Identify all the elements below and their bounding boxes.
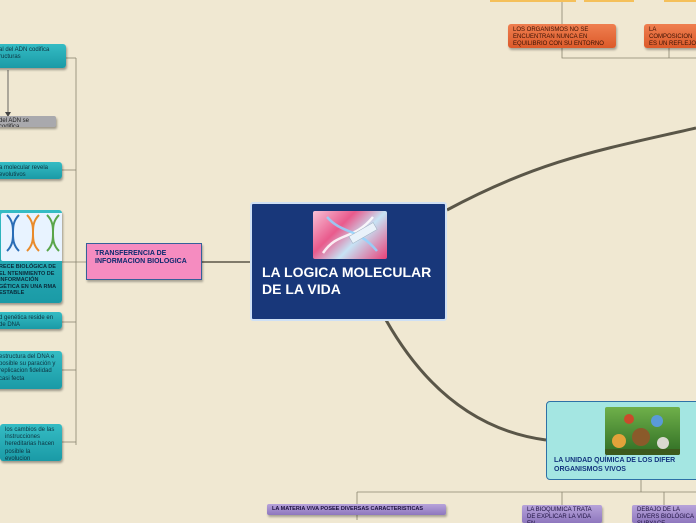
bottom-subitem-3[interactable]: DEBAJO DE LA DIVERS BIOLÓGICA SUBYACE: [632, 505, 696, 523]
bottom-subitem-1[interactable]: LA MATERIA VIVA POSEE DIVERSAS CARACTERI…: [267, 504, 446, 515]
top-right-subitem-2[interactable]: LA COMPOSICION ES UN REFLEJO DINAMICO: [644, 24, 696, 48]
left-subitem-4-text: RECE BIOLÓGICA DE EL NTENIMIENTO DE INFO…: [0, 264, 57, 297]
top-node-fragment: [490, 0, 576, 2]
bottom-subitem-3-text: DEBAJO DE LA DIVERS BIOLÓGICA SUBYACE: [637, 507, 694, 523]
top-right-subitem-1[interactable]: LOS ORGANISMOS NO SE ENCUENTRAN NUNCA EN…: [508, 24, 616, 48]
left-subitem-3-text: a molecular revela evolutivos: [0, 165, 48, 178]
branch-transferencia-label: TRANSFERENCIA DE INFORMACION BIOLOGICA: [95, 250, 187, 265]
branch-unidad-quimica[interactable]: LA UNIDAD QUÍMICA DE LOS DIFER ORGANISMO…: [546, 401, 696, 480]
left-subitem-7-text: los cambios de las instrucciones heredit…: [5, 427, 54, 461]
top-right-subitem-1-text: LOS ORGANISMOS NO SE ENCUENTRAN NUNCA EN…: [513, 27, 604, 47]
main-to-top-branch: [447, 128, 696, 210]
left-subitem-2[interactable]: del ADN se codifica: [0, 116, 56, 127]
left-subitem-5-text: d genética reside en de DNA: [0, 315, 53, 328]
left-subitem-1[interactable]: al del ADN codifica ructuras: [0, 44, 66, 68]
bottom-subitem-2-text: LA BIOQUIMICA TRATA DE EXPLICAR LA VIDA …: [527, 507, 591, 523]
left-subitem-7[interactable]: los cambios de las instrucciones heredit…: [0, 424, 62, 461]
dna-helix-image: [1, 213, 62, 261]
top-node-fragment: [584, 0, 634, 2]
branch-unidad-quimica-label: LA UNIDAD QUÍMICA DE LOS DIFER ORGANISMO…: [554, 457, 696, 475]
left-branch-ticks: [62, 58, 76, 442]
left-subitem-6[interactable]: estructura del DNA e posible su paración…: [0, 351, 62, 389]
left-subitem-4[interactable]: RECE BIOLÓGICA DE EL NTENIMIENTO DE INFO…: [0, 210, 62, 303]
left-subitem-6-text: estructura del DNA e posible su paración…: [0, 354, 55, 382]
bottom-subitem-2[interactable]: LA BIOQUIMICA TRATA DE EXPLICAR LA VIDA …: [522, 505, 602, 523]
top-node-fragment: [664, 0, 696, 2]
central-topic[interactable]: LA LOGICA MOLECULAR DE LA VIDA: [250, 202, 447, 321]
branch-transferencia[interactable]: TRANSFERENCIA DE INFORMACION BIOLOGICA: [86, 243, 202, 280]
left-subitem-1-text: al del ADN codifica ructuras: [0, 47, 49, 60]
left-subitem-3[interactable]: a molecular revela evolutivos: [0, 162, 62, 179]
central-topic-title: LA LOGICA MOLECULAR DE LA VIDA: [262, 264, 442, 298]
left-subitem-2-text: del ADN se codifica: [0, 118, 29, 127]
left-branch-trunk: [76, 58, 86, 445]
left-subitem-5[interactable]: d genética reside en de DNA: [0, 312, 62, 329]
animals-jungle-image: [605, 407, 680, 455]
main-to-bottom-branch: [386, 320, 546, 440]
top-right-subitem-2-text: LA COMPOSICION ES UN REFLEJO DINAMICO: [649, 27, 696, 48]
dna-syringe-image: [313, 211, 387, 259]
bottom-subitem-1-text: LA MATERIA VIVA POSEE DIVERSAS CARACTERI…: [272, 506, 423, 512]
